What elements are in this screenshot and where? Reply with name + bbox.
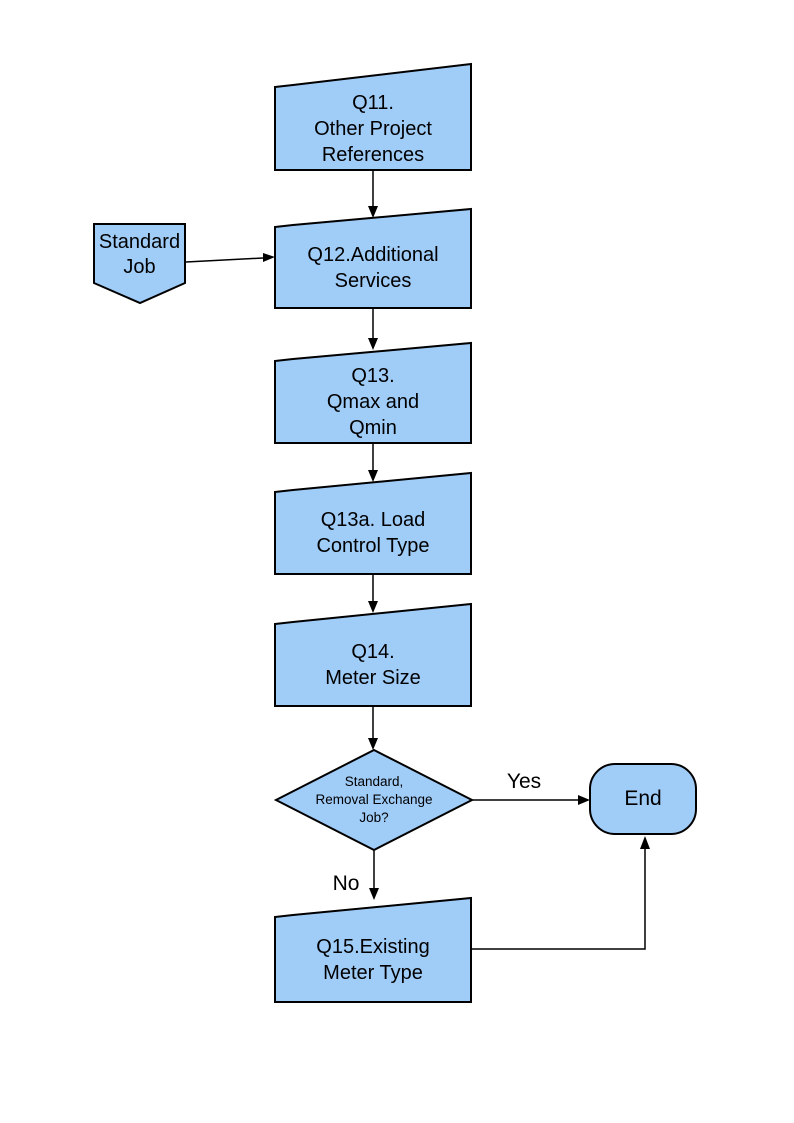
standard-job-label: Standard Job	[94, 224, 185, 285]
q11-label-line1: Q11.	[352, 91, 394, 114]
arrowhead-standardjob-to-q12	[263, 253, 275, 262]
decision-label-line1: Standard,	[344, 774, 404, 789]
decision-label: Standard, Removal Exchange Job?	[276, 750, 472, 850]
arrowhead-decision-yes-to-end	[578, 795, 590, 805]
q13-label: Q13. Qmax and Qmin	[275, 361, 471, 443]
arrowhead-q12-to-q13	[368, 338, 378, 350]
q14-label-line2: Meter Size	[325, 667, 421, 689]
q13-label-line2: Qmax and	[326, 391, 420, 413]
arrowhead-q11-to-q12	[368, 206, 378, 218]
q15-shape	[274, 896, 472, 1003]
end-label: End	[590, 764, 696, 834]
q13-label-line1: Q13.	[351, 365, 395, 387]
q15-label: Q15.Existing Meter Type	[275, 917, 471, 1002]
yes-edge-label: Yes	[506, 770, 542, 793]
end-terminator	[589, 763, 697, 835]
q11-shape	[274, 62, 472, 171]
arrowhead-q14-to-decision	[368, 738, 378, 750]
q11-label-line2: Other Project	[314, 117, 432, 140]
q13-label-line3: Qmin	[349, 417, 397, 439]
q13a-shape	[274, 471, 472, 575]
arrow-q15-to-end	[471, 849, 646, 950]
q15-label-line1: Q15.Existing	[316, 935, 430, 958]
decision-diamond	[273, 748, 475, 852]
arrow-standardjob-to-q12	[185, 257, 264, 263]
q11-label-line3: References	[321, 143, 425, 166]
q13-shape	[274, 341, 472, 444]
q12-label: Q12.Additional Services	[275, 227, 471, 308]
q13a-label: Q13a. Load Control Type	[275, 492, 471, 574]
end-label-text: End	[624, 787, 662, 810]
decision-label-line2: Removal Exchange	[315, 792, 433, 807]
arrowhead-q15-to-end	[640, 836, 650, 849]
q12-label-line1: Q12.Additional	[307, 243, 439, 266]
arrowhead-decision-no-to-q15	[369, 888, 379, 900]
standard-job-shape	[93, 223, 186, 305]
arrowhead-q13a-to-q14	[368, 601, 378, 613]
q14-shape	[274, 602, 472, 707]
q12-label-line2: Services	[334, 269, 412, 292]
standard-job-label-line1: Standard	[98, 230, 181, 253]
decision-label-line3: Job?	[359, 810, 389, 825]
q14-label-line1: Q14.	[351, 641, 395, 663]
q12-shape	[274, 207, 472, 309]
standard-job-label-line2: Job	[123, 255, 156, 278]
no-edge-label: No	[332, 872, 360, 895]
q14-label: Q14. Meter Size	[275, 624, 471, 706]
q11-label: Q11. Other Project References	[275, 87, 471, 170]
q13a-label-line2: Control Type	[316, 535, 430, 557]
q13a-label-line1: Q13a. Load	[320, 509, 426, 531]
arrowhead-q13-to-q13a	[368, 470, 378, 482]
q15-label-line2: Meter Type	[323, 961, 423, 984]
